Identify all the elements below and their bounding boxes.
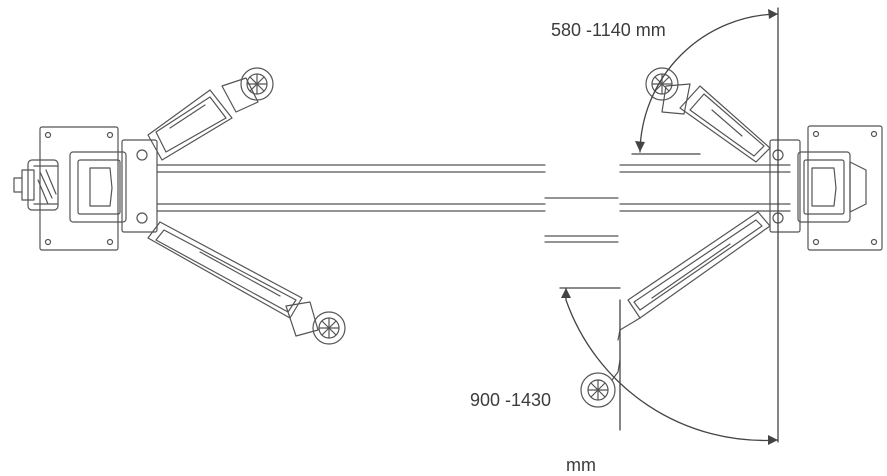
dimension-lines bbox=[559, 7, 779, 443]
top-range-label: 580 -1140 mm bbox=[551, 20, 666, 40]
swung-arm-pad bbox=[580, 359, 621, 408]
left-upper-arm bbox=[147, 67, 274, 161]
dimension-arrowheads bbox=[561, 9, 778, 445]
overhead-beams bbox=[156, 164, 791, 243]
left-column bbox=[13, 126, 158, 251]
right-lower-arm bbox=[617, 211, 771, 341]
bottom-range-label: 900 -1430 bbox=[470, 390, 552, 410]
right-column bbox=[769, 125, 883, 251]
left-lower-arm bbox=[147, 221, 346, 345]
bottom-unit-label: mm bbox=[566, 455, 596, 475]
right-upper-arm bbox=[645, 67, 771, 163]
